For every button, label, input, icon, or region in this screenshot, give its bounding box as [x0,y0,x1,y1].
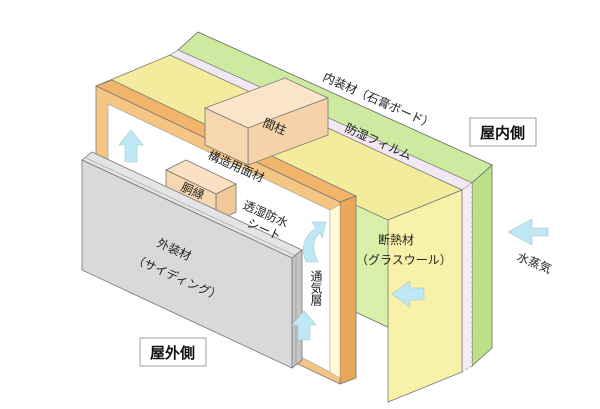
up-arrow-icon [118,129,144,163]
indoor-side-box [469,117,537,147]
outdoor-side-label: 屋外側 [150,344,195,362]
left-arrow-icon [391,280,425,308]
ventilation-layer-text: 通気層 [309,270,323,307]
stud-box [203,77,330,166]
airflow-arrows [118,129,549,341]
vapor-left-arrow-icon [507,218,549,246]
indoor-side-label: 屋内側 [480,124,525,142]
curved-up-arrow-icon [303,221,327,263]
outdoor-side-box [139,337,207,367]
siding-panel [81,151,303,369]
ventilation-layer-label: 通気層 [309,270,323,307]
up-arrow-icon [291,310,317,341]
insulation-label-2: （グラスウール） [356,253,452,267]
insulation-label-1: 断熱材 [378,232,414,247]
vapor-label: 水蒸気 [515,249,554,276]
